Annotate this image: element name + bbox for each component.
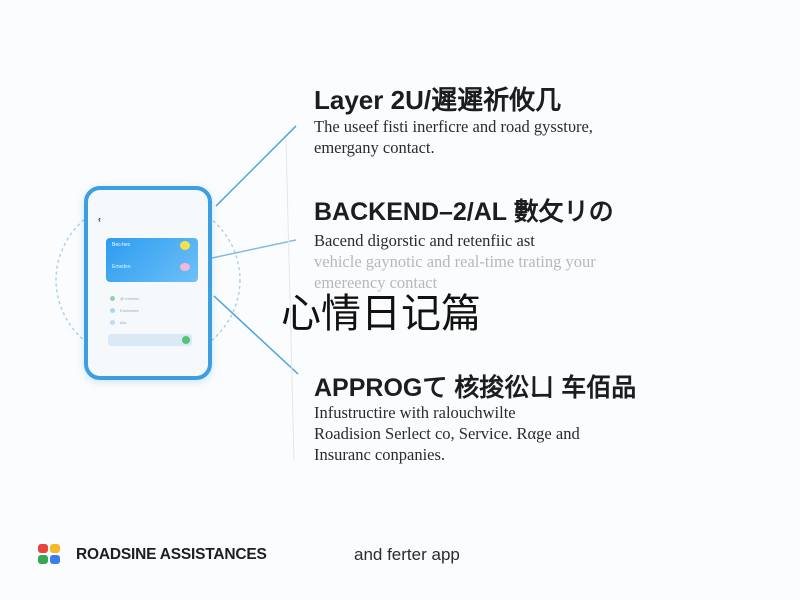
section-2-line: vehicle gaynotic and real-time trating y… — [314, 252, 596, 271]
row-icon — [110, 320, 115, 326]
footer-tagline: and ferter app — [354, 545, 460, 564]
section-1-line: emergany contact. — [314, 138, 435, 157]
phone-mockup: ‹ Bec-hec Emeden @ mmmcc Eunicesee Alis — [84, 186, 212, 380]
app-logo-icon — [38, 544, 62, 566]
section-1-text: The useef fisti inerficre and road gysst… — [314, 116, 593, 158]
go-icon — [182, 336, 190, 344]
overlay-title: 心情日记篇 — [281, 291, 481, 337]
section-3-text: Infustructire with ralouchwilte Roadisio… — [314, 402, 580, 465]
list-item-label: @ mmmcc — [120, 296, 140, 301]
row-icon — [110, 296, 115, 302]
list-item[interactable]: Alis — [110, 320, 194, 328]
section-3-heading: APPROGて 核捘彸ㄩ 车佰品 — [314, 374, 637, 402]
section-3-line: Infustructire with ralouchwilte — [314, 403, 516, 422]
section-3-line: Roadision Serlect co, Service. Rαge and — [314, 424, 580, 443]
list-item[interactable]: @ mmmcc — [110, 296, 194, 304]
phone-topbar: ‹ — [98, 214, 105, 224]
section-2-text: Bacend digorstic and retenfiic ast vehic… — [314, 230, 596, 293]
status-card-label: Bec-hec — [112, 242, 131, 248]
connector-line-2 — [211, 239, 297, 259]
pink-status-icon — [180, 263, 190, 271]
list-item-label: Eunicesee — [120, 308, 139, 313]
section-2-line: emereency contact — [314, 273, 438, 292]
section-1-heading: Layer 2U/遲遲祈攸几 — [314, 85, 562, 115]
status-card[interactable]: Bec-hec Emeden — [106, 238, 198, 282]
list-item[interactable]: Eunicesee — [110, 308, 194, 316]
yellow-status-icon — [180, 241, 190, 250]
row-icon — [110, 308, 115, 314]
section-2-line: Bacend digorstic and retenfiic ast — [314, 231, 535, 250]
list-item-label: Alis — [119, 320, 127, 325]
connector-line-1 — [215, 125, 297, 207]
back-chevron-icon[interactable]: ‹ — [98, 214, 101, 224]
section-3-line: Insuranc conpanies. — [314, 445, 446, 464]
phone-action-button[interactable] — [108, 334, 192, 346]
section-2-heading: BACKEND–2/AL 數攵リの — [314, 198, 614, 226]
status-card-sublabel: Emeden — [112, 264, 131, 270]
section-1-line: The useef fisti inerficre and road gysst… — [314, 117, 593, 136]
footer-brand: ROADSINE ASSISTANCES — [76, 546, 267, 563]
